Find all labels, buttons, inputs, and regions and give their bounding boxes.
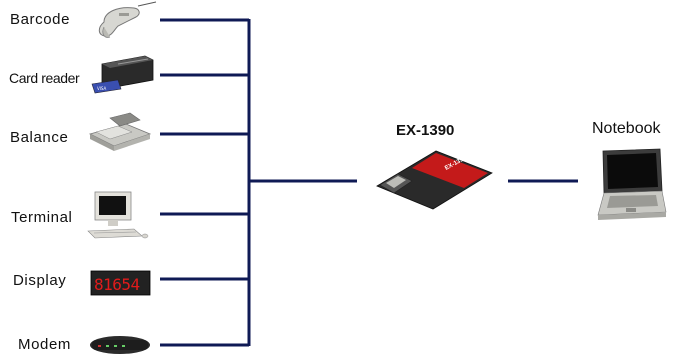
balance-scale-icon (88, 112, 152, 151)
display-label: Display (13, 272, 67, 289)
barcode-scanner-icon (98, 1, 157, 38)
card-reader-label: Card reader (9, 70, 80, 86)
terminal-computer-icon (87, 191, 149, 239)
terminal-label: Terminal (11, 209, 73, 226)
card-reader-icon: VISA (91, 55, 154, 94)
led-display-digits: 81654 (94, 275, 140, 294)
modem-icon (90, 336, 150, 354)
svg-text:VISA: VISA (97, 86, 107, 91)
card-title: EX-1390 (396, 122, 455, 139)
notebook-laptop-icon (597, 148, 667, 220)
led-display-icon: 81654 (90, 270, 151, 296)
notebook-label: Notebook (592, 120, 661, 137)
modem-label: Modem (18, 336, 72, 353)
balance-label: Balance (10, 129, 69, 146)
connection-lines (160, 18, 578, 347)
barcode-label: Barcode (10, 11, 71, 28)
pcmcia-card-icon: EX-1390 (376, 150, 493, 210)
